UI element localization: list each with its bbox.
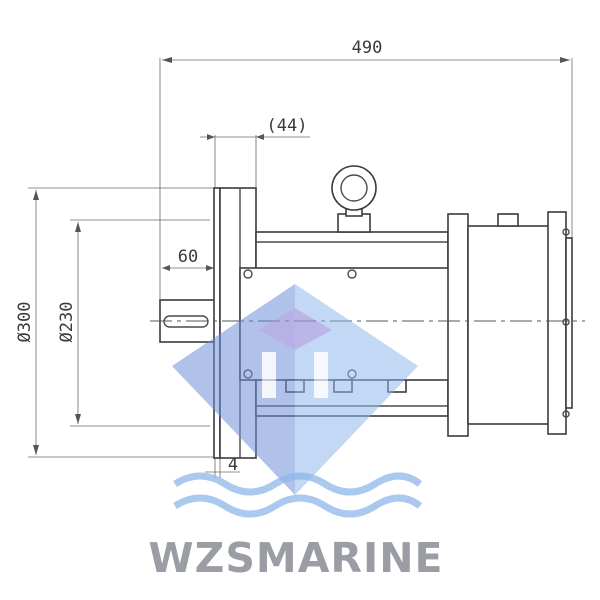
spigot-label: 4	[228, 455, 238, 475]
pilot-diameter-dimension: Ø230	[57, 219, 210, 427]
lifting-eye	[331, 165, 377, 233]
watermark-waves	[173, 472, 423, 518]
spigot-dimension: 4	[205, 455, 240, 478]
shaft-length-dimension: 60	[162, 247, 214, 271]
outer-diameter-label: Ø300	[15, 302, 35, 343]
outer-diameter-dimension: Ø300	[15, 187, 218, 458]
shaft-length-label: 60	[178, 247, 198, 267]
rear-end-shield	[447, 211, 573, 437]
pilot-diameter-label: Ø230	[57, 302, 77, 343]
flange-thickness-label: (44)	[267, 116, 308, 136]
watermark-logo	[172, 284, 418, 495]
overall-length-dimension: 490	[159, 38, 573, 300]
overall-length-label: 490	[352, 38, 383, 58]
flange-thickness-dimension: (44)	[200, 116, 310, 190]
watermark-brand-text: WZSMARINE	[148, 534, 443, 582]
